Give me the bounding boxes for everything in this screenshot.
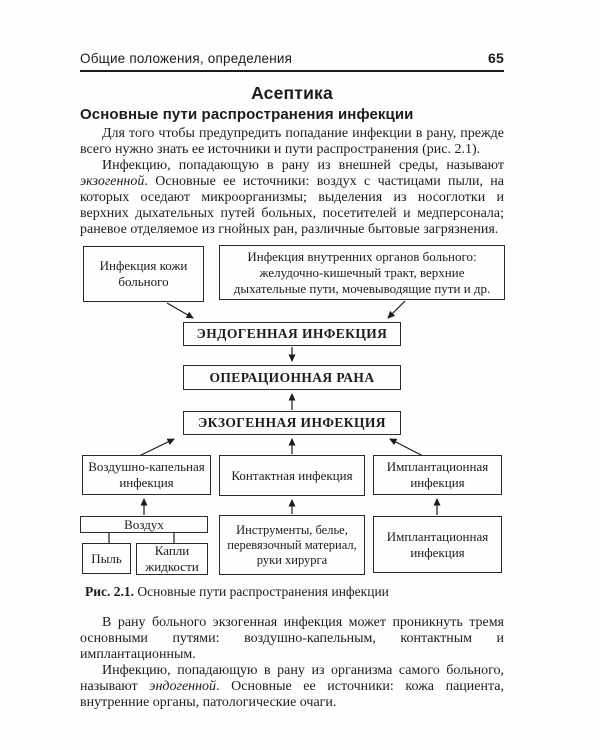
figure-caption: Рис. 2.1. Основные пути распространения …	[85, 584, 389, 600]
infection-pathways-diagram: Инфекция кожи больного Инфекция внутренн…	[80, 245, 505, 580]
box-operating-wound: ОПЕРАЦИОННАЯ РАНА	[183, 365, 401, 390]
figure-caption-label: Рис. 2.1.	[85, 584, 135, 599]
paragraph-2-pre: Инфекцию, попадающую в рану из внешней с…	[102, 158, 504, 173]
box-air: Воздух	[80, 516, 208, 533]
paragraph-2-post: . Основные ее источники: воздух с частиц…	[80, 174, 504, 237]
paragraph-1: Для того чтобы предупредить попадание ин…	[80, 126, 504, 157]
box-exogenous-infection: ЭКЗОГЕННАЯ ИНФЕКЦИЯ	[183, 411, 401, 435]
box-dust: Пыль	[82, 543, 131, 574]
box-skin-infection: Инфекция кожи больного	[83, 246, 204, 302]
section-subtitle: Основные пути распространения инфекции	[80, 106, 414, 123]
paragraph-4-pre: Инфекцию, попадающую в рану из организма…	[80, 663, 504, 694]
running-title: Общие положения, определения	[80, 51, 293, 66]
paragraph-4-post: . Основные ее источники: кожа пациента, …	[80, 679, 504, 710]
running-head: Общие положения, определения 65	[80, 50, 504, 72]
paragraph-3: В рану больного экзогенная инфекция може…	[80, 615, 504, 662]
paragraph-4-term: эндогенной	[149, 679, 217, 694]
paragraph-2-term: экзогенной	[80, 174, 145, 189]
box-instruments-linen-hands: Инструменты, белье, перевязочный материа…	[219, 515, 365, 575]
box-internal-organs-infection: Инфекция внутренних органов больного: же…	[219, 245, 505, 300]
chapter-title: Асептика	[251, 83, 333, 103]
figure-caption-text: Основные пути распространения инфекции	[134, 584, 389, 599]
box-airborne-infection: Воздушно-капельная инфекция	[82, 455, 211, 495]
box-implantation-infection: Имплантационная инфекция	[373, 455, 502, 495]
closing-text-block: В рану больного экзогенная инфекция може…	[80, 615, 504, 711]
box-endogenous-infection: ЭНДОГЕННАЯ ИНФЕКЦИЯ	[183, 322, 401, 346]
page-number: 65	[488, 50, 504, 66]
box-contact-infection: Контактная инфекция	[219, 455, 365, 496]
box-implantation-source: Имплантационная инфекция	[373, 516, 502, 573]
box-liquid-droplets: Капли жидкости	[136, 543, 208, 575]
intro-text-block: Для того чтобы предупредить попадание ин…	[80, 126, 504, 238]
paragraph-2: Инфекцию, попадающую в рану из внешней с…	[80, 158, 504, 238]
paragraph-4: Инфекцию, попадающую в рану из организма…	[80, 663, 504, 711]
